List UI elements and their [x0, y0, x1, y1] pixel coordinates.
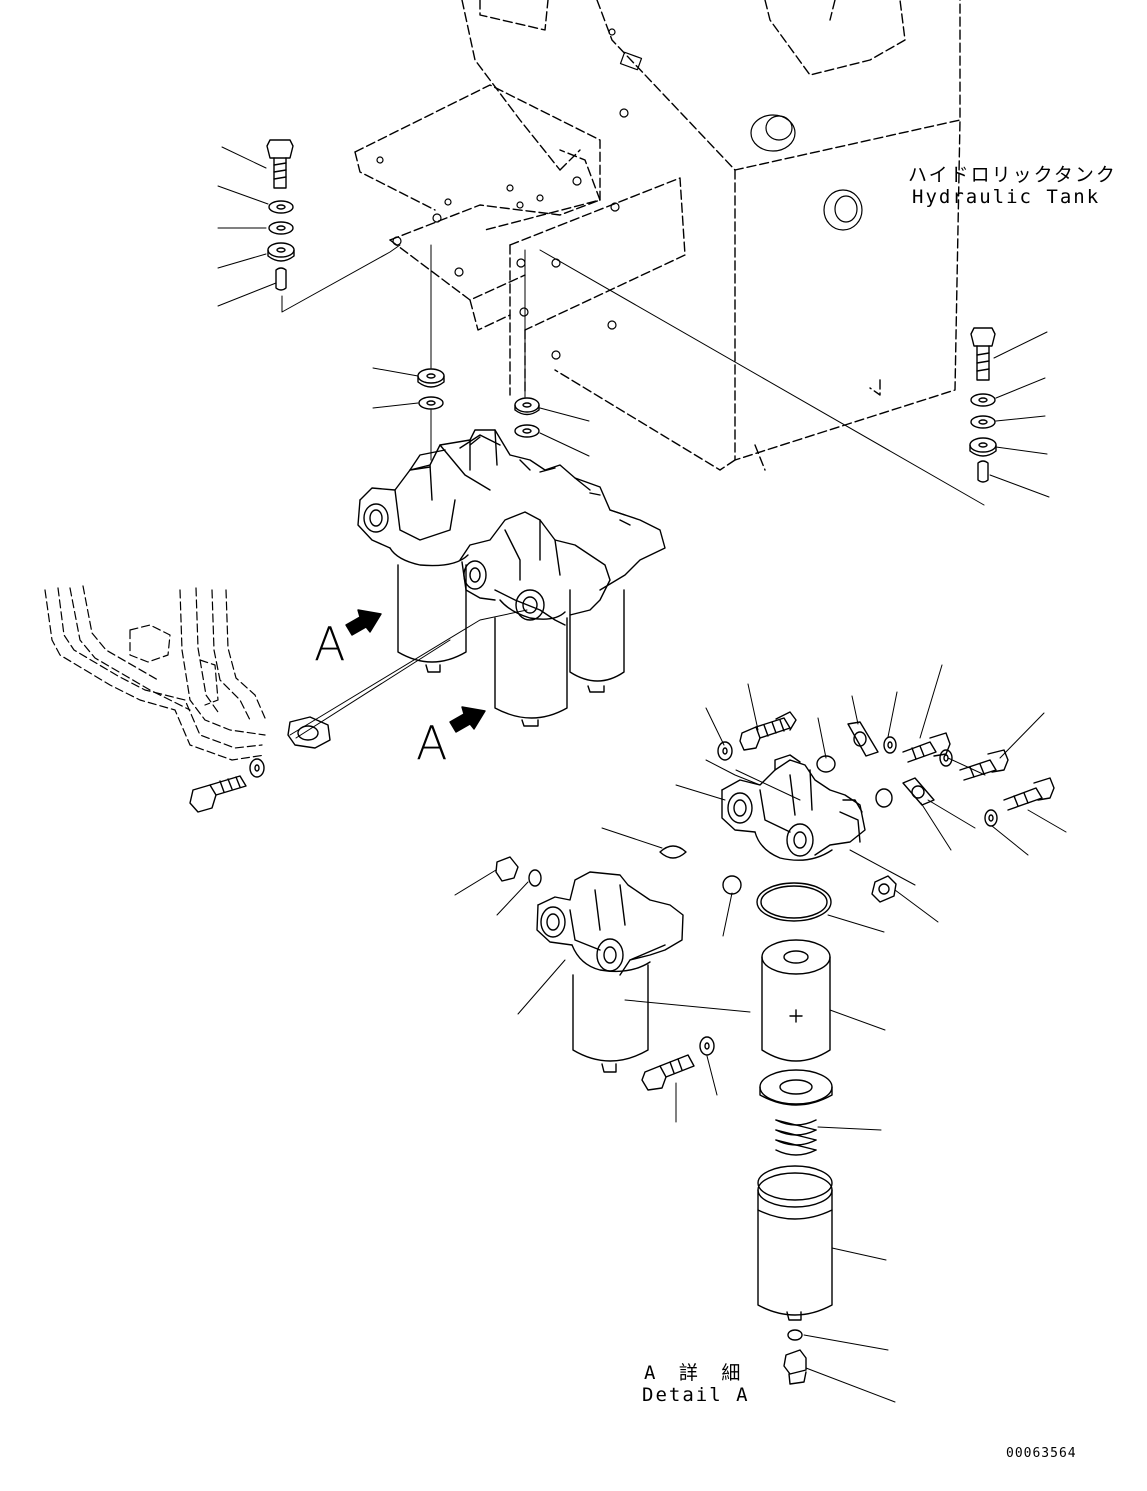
piping-phantom — [44, 585, 266, 761]
arrow-a-lower-icon — [449, 706, 486, 733]
detail-a-leader-lines — [454, 664, 1067, 1403]
hydraulic-tank — [354, 0, 961, 471]
hydraulic-tank-label-en: Hydraulic Tank — [912, 186, 1101, 208]
detail-a-bolts — [495, 711, 1055, 1091]
detail-label-en: Detail A — [642, 1384, 750, 1406]
detail-a-orings — [659, 845, 832, 922]
center-washers — [372, 244, 590, 461]
detail-a-spring-plate — [759, 1069, 833, 1156]
fastener-stack-left — [217, 139, 401, 313]
detail-a-head-right — [721, 754, 866, 861]
view-arrows — [345, 609, 486, 733]
detail-a-head-left — [536, 871, 684, 1073]
filter-assembly-installed — [357, 429, 666, 727]
hydraulic-tank-label-jp: ハイドロリックタンク — [908, 164, 1117, 186]
flange-bolt — [189, 758, 265, 813]
drawing-number: 00063564 — [1006, 1446, 1077, 1461]
view-arrow-label-upper: A — [314, 617, 346, 671]
fastener-stack-right — [539, 249, 1050, 506]
view-arrow-label-lower: A — [416, 716, 448, 770]
detail-a-filter-element — [761, 939, 831, 1062]
detail-a-case — [757, 1165, 833, 1385]
tank-details — [376, 28, 863, 360]
piping-flange — [287, 609, 528, 749]
detail-a-gaskets — [705, 721, 998, 829]
detail-label-jp: A 詳 細 — [644, 1362, 747, 1384]
arrow-a-upper-icon — [345, 609, 382, 636]
